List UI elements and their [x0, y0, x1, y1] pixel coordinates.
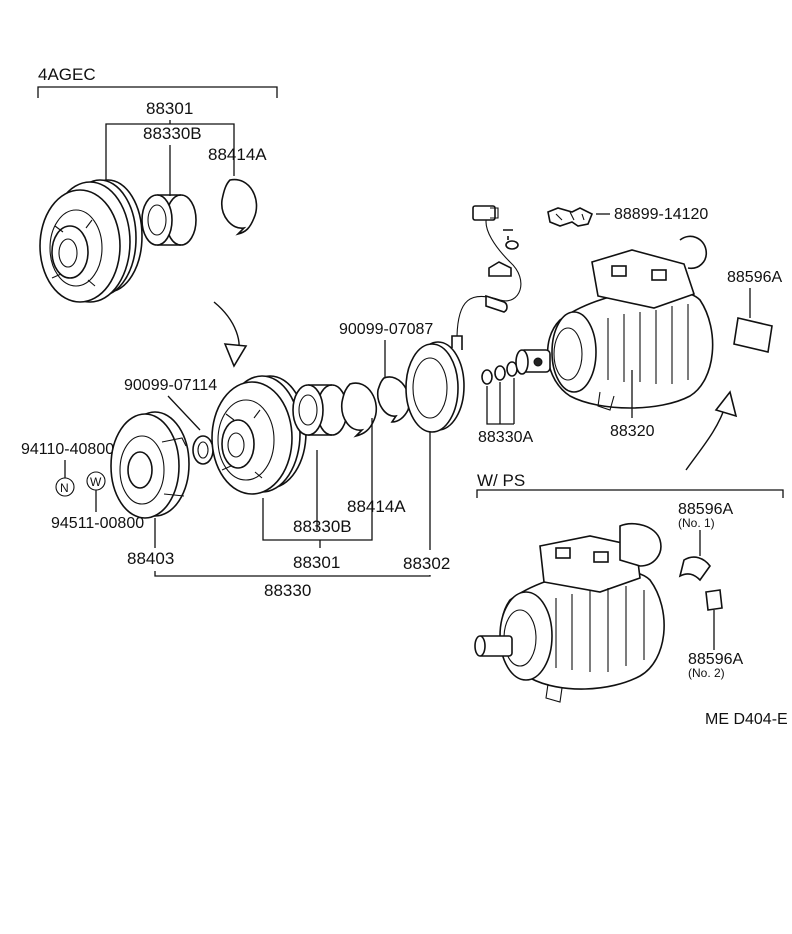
connector — [472, 205, 496, 221]
magnet-clutch-pulley-top — [39, 179, 143, 303]
label-88320: 88320 — [610, 423, 655, 440]
label-88414a-mid: 88414A — [347, 497, 406, 516]
label-88403: 88403 — [127, 549, 174, 568]
bearing-mid — [292, 384, 348, 436]
cushion-pad — [733, 317, 773, 353]
arrow-down-icon — [213, 301, 248, 368]
label-88330b-mid: 88330B — [293, 517, 352, 536]
pressure-plate — [110, 411, 190, 519]
main-assembly: 90099-07087 90099-07114 94110-40800 N W … — [21, 205, 782, 600]
label-94511-00800: 94511-00800 — [51, 515, 144, 532]
label-88301-top: 88301 — [146, 99, 193, 118]
leader-88330a — [486, 378, 515, 425]
label-88330b-top: 88330B — [143, 124, 202, 143]
label-88302: 88302 — [403, 554, 450, 573]
label-88414a-top: 88414A — [208, 145, 267, 164]
diagram-code: ME D404-E — [705, 711, 788, 728]
snap-ring-mid-2 — [376, 376, 411, 423]
label-88899-14120: 88899-14120 — [614, 206, 708, 223]
compressor — [515, 235, 714, 411]
label-90099-07114: 90099-07114 — [124, 377, 217, 394]
sensor-bracket — [547, 207, 594, 227]
snap-ring-mid-1 — [340, 382, 378, 438]
label-88596a-no2: 88596A — [688, 651, 743, 668]
label-88330: 88330 — [264, 581, 311, 600]
o-ring-1 — [481, 369, 493, 385]
cushion-no2 — [705, 589, 723, 611]
arrow-up-icon — [685, 390, 738, 471]
section-bracket-wps — [476, 489, 784, 498]
label-88596a-no1: 88596A — [678, 501, 733, 518]
ground-terminal — [485, 294, 508, 313]
section-title-wps: W/ PS — [477, 471, 525, 490]
label-90099-07087: 90099-07087 — [339, 321, 433, 338]
bearing-top — [141, 194, 197, 246]
shim — [192, 435, 214, 465]
label-no2: (No. 2) — [688, 666, 725, 680]
section-bracket-4agec — [37, 86, 278, 98]
bracket-88330 — [154, 571, 431, 577]
label-88330a: 88330A — [478, 429, 533, 446]
badge-w: W — [90, 475, 102, 489]
clamp — [488, 261, 512, 277]
badge-n: N — [60, 481, 69, 495]
snap-ring-top — [221, 178, 258, 236]
nut-badge — [55, 477, 75, 497]
leader-mid-group — [262, 418, 373, 541]
label-88596a: 88596A — [727, 269, 782, 286]
bolt — [503, 229, 513, 240]
magnet-clutch-pulley-mid — [211, 375, 307, 495]
compressor-ps — [474, 522, 665, 703]
cushion-no1 — [678, 556, 711, 582]
section-4agec: 4AGEC 88301 88330B 88414A — [37, 65, 278, 368]
section-wps: W/ PS 88596A (No. 1) 88596A (No. 2) ME D… — [474, 471, 788, 728]
section-title-4agec: 4AGEC — [38, 65, 96, 84]
label-88301-mid: 88301 — [293, 553, 340, 572]
field-coil — [405, 213, 522, 433]
label-94110-40800: 94110-40800 — [21, 441, 114, 458]
label-no1: (No. 1) — [678, 516, 715, 530]
o-ring-2 — [494, 365, 506, 381]
